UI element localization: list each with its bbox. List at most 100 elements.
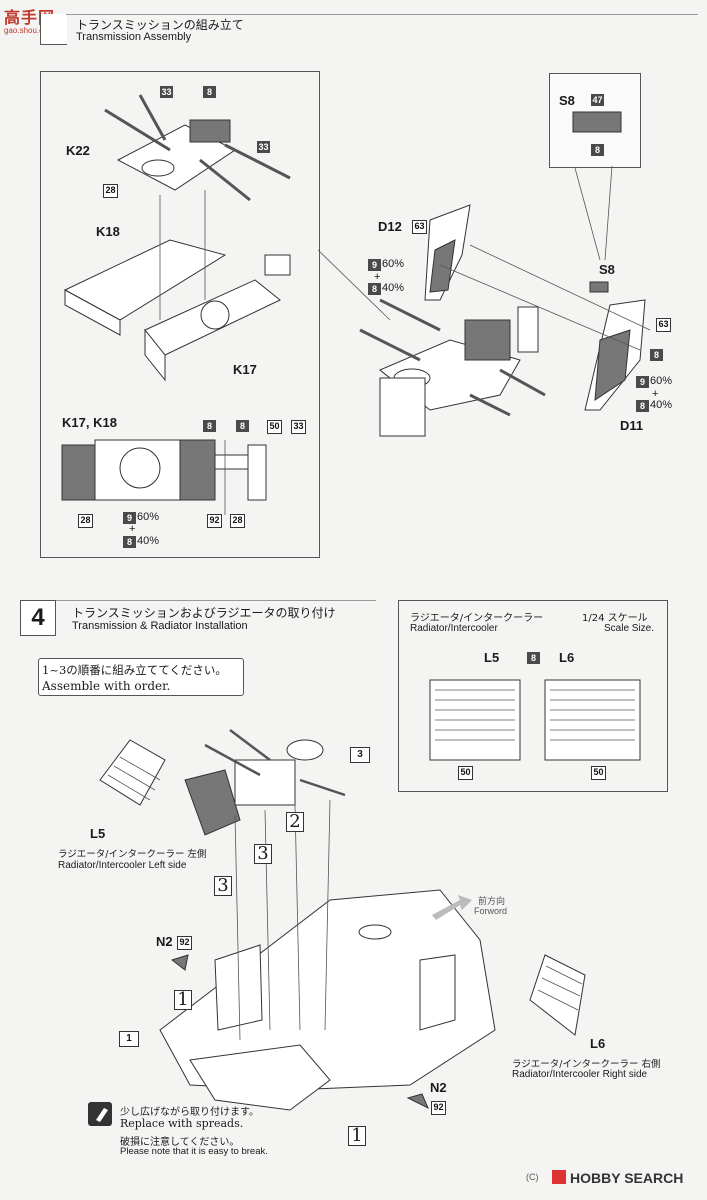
step4-transmission-drawing <box>184 729 346 836</box>
hobbysearch-logo-icon <box>552 1170 566 1184</box>
paint-33-b: 33 <box>257 141 270 153</box>
plus-a: + <box>129 523 136 535</box>
step3-reference-a: 3 <box>254 844 272 864</box>
n2-part-left <box>170 954 189 971</box>
step2-reference: 2 <box>286 812 304 832</box>
step3-reference-b: 3 <box>214 876 232 896</box>
footer-brand: HOBBY SEARCH <box>570 1170 684 1186</box>
paint-92-c: 92 <box>431 1101 446 1115</box>
caution-jp-2: 破損に注意してください。 <box>120 1137 240 1148</box>
step3-title-en: Transmission Assembly <box>76 31 192 43</box>
n2-part-right <box>406 1093 429 1110</box>
pct-40-b: 40% <box>382 282 405 294</box>
paint-63-b: 63 <box>656 318 671 332</box>
k18-k17-drawing <box>63 190 291 382</box>
paint-8-e: 8 <box>591 144 604 156</box>
s8-small-part <box>589 281 609 293</box>
step4-number: 4 <box>20 600 56 636</box>
transmission-detail-drawing <box>61 439 267 515</box>
paint-8-c: 8 <box>236 420 249 432</box>
label-n2-left: N2 <box>156 934 173 949</box>
paint-28-b: 28 <box>78 514 93 528</box>
footer-copyright: (C) <box>526 1172 539 1182</box>
step1-reference-b: 1 <box>348 1126 366 1146</box>
inset-title-jp: ラジエータ/インタークーラー <box>410 613 544 624</box>
inset-label-l5: L5 <box>484 650 500 665</box>
s8-part <box>572 111 622 133</box>
step3-subassembly-panel <box>40 71 320 558</box>
l5-radiator-drawing <box>99 739 166 806</box>
radiator-scale-inset <box>398 600 668 792</box>
step4-title-en: Transmission & Radiator Installation <box>72 620 248 632</box>
label-n2-right: N2 <box>430 1080 447 1095</box>
paint-92-b: 92 <box>177 936 192 950</box>
step3-title-jp: トランスミッションの組み立て <box>76 18 244 32</box>
paint-92-a: 92 <box>207 514 222 528</box>
paint-8-d: 8 <box>123 536 136 548</box>
inset-scale-en: Scale Size. <box>604 623 655 634</box>
step4-header-rule <box>56 600 376 601</box>
paint-28-a: 28 <box>103 184 118 198</box>
pct-40-c: 40% <box>650 399 673 411</box>
note-jp: 1~3の順番に組み立ててください。 <box>42 663 227 677</box>
l5-caption-en: Radiator/Intercooler Left side <box>58 860 187 871</box>
paint-33-a: 33 <box>160 86 173 98</box>
assembly-order-note: 1~3の順番に組み立ててください。 Assemble with order. <box>38 658 244 696</box>
inset-title-en: Radiator/Intercooler <box>410 623 498 634</box>
label-k17: K17 <box>233 362 257 377</box>
label-k18: K18 <box>96 224 120 239</box>
d11-part-drawing <box>584 299 646 411</box>
paint-9-c: 9 <box>636 376 649 388</box>
note-en: Assemble with order. <box>42 679 171 693</box>
forward-label-jp: 前方向 <box>478 897 506 907</box>
plus-c: + <box>652 388 659 400</box>
label-d11: D11 <box>620 418 644 433</box>
inset-radiators-drawing <box>429 679 641 761</box>
chassis-drawing <box>159 799 496 1111</box>
forward-arrow-icon <box>432 895 472 920</box>
l5-caption-jp: ラジエータ/インタークーラー 左側 <box>58 849 207 860</box>
step1-reference-box: 1 <box>119 1031 139 1047</box>
paint-8-g: 8 <box>650 349 663 361</box>
paint-28-c: 28 <box>230 514 245 528</box>
caution-en-2: Please note that it is easy to break. <box>120 1146 268 1157</box>
l6-caption-jp: ラジエータ/インタークーラー 右側 <box>512 1059 661 1070</box>
paint-9-b: 9 <box>368 259 381 271</box>
l6-radiator-drawing <box>529 954 586 1036</box>
paint-8-i: 8 <box>527 652 540 664</box>
paint-50-a: 50 <box>267 420 282 434</box>
paint-47: 47 <box>591 94 604 106</box>
label-k17-k18: K17, K18 <box>62 415 117 430</box>
inset-label-l6: L6 <box>559 650 575 665</box>
pct-40-a: 40% <box>137 535 160 547</box>
l6-caption-en: Radiator/Intercooler Right side <box>512 1069 648 1080</box>
paint-8-f: 8 <box>368 283 381 295</box>
step4-title-jp: トランスミッションおよびラジエータの取り付け <box>72 606 336 620</box>
d12-part-drawing <box>424 204 471 301</box>
paint-33-c: 33 <box>291 420 306 434</box>
paint-8-h: 8 <box>636 400 649 412</box>
label-k22: K22 <box>66 143 90 158</box>
plus-b: + <box>374 271 381 283</box>
pct-60-b: 60% <box>382 258 405 270</box>
forward-label-en: Forword <box>474 906 508 916</box>
step3-number-box <box>40 14 67 45</box>
label-l5: L5 <box>90 826 106 841</box>
step3-reference-box: 3 <box>350 747 370 763</box>
paint-63-a: 63 <box>412 220 427 234</box>
logo-domain: gao.shou.com <box>4 26 55 35</box>
paint-50-b: 50 <box>458 766 473 780</box>
caution-jp-1: 少し広げながら取り付けます。 <box>120 1107 259 1118</box>
k22-frame-drawing <box>104 94 291 202</box>
pct-60-c: 60% <box>650 375 673 387</box>
pct-60-a: 60% <box>137 511 160 523</box>
paint-9-a: 9 <box>123 512 136 524</box>
inset-scale-jp: 1/24 スケール <box>582 613 648 624</box>
paint-8-b: 8 <box>203 420 216 432</box>
label-d12: D12 <box>378 219 402 234</box>
paint-50-c: 50 <box>591 766 606 780</box>
label-s8: S8 <box>599 262 615 277</box>
caution-en-1: Replace with spreads. <box>120 1117 244 1130</box>
paint-8-a: 8 <box>203 86 216 98</box>
